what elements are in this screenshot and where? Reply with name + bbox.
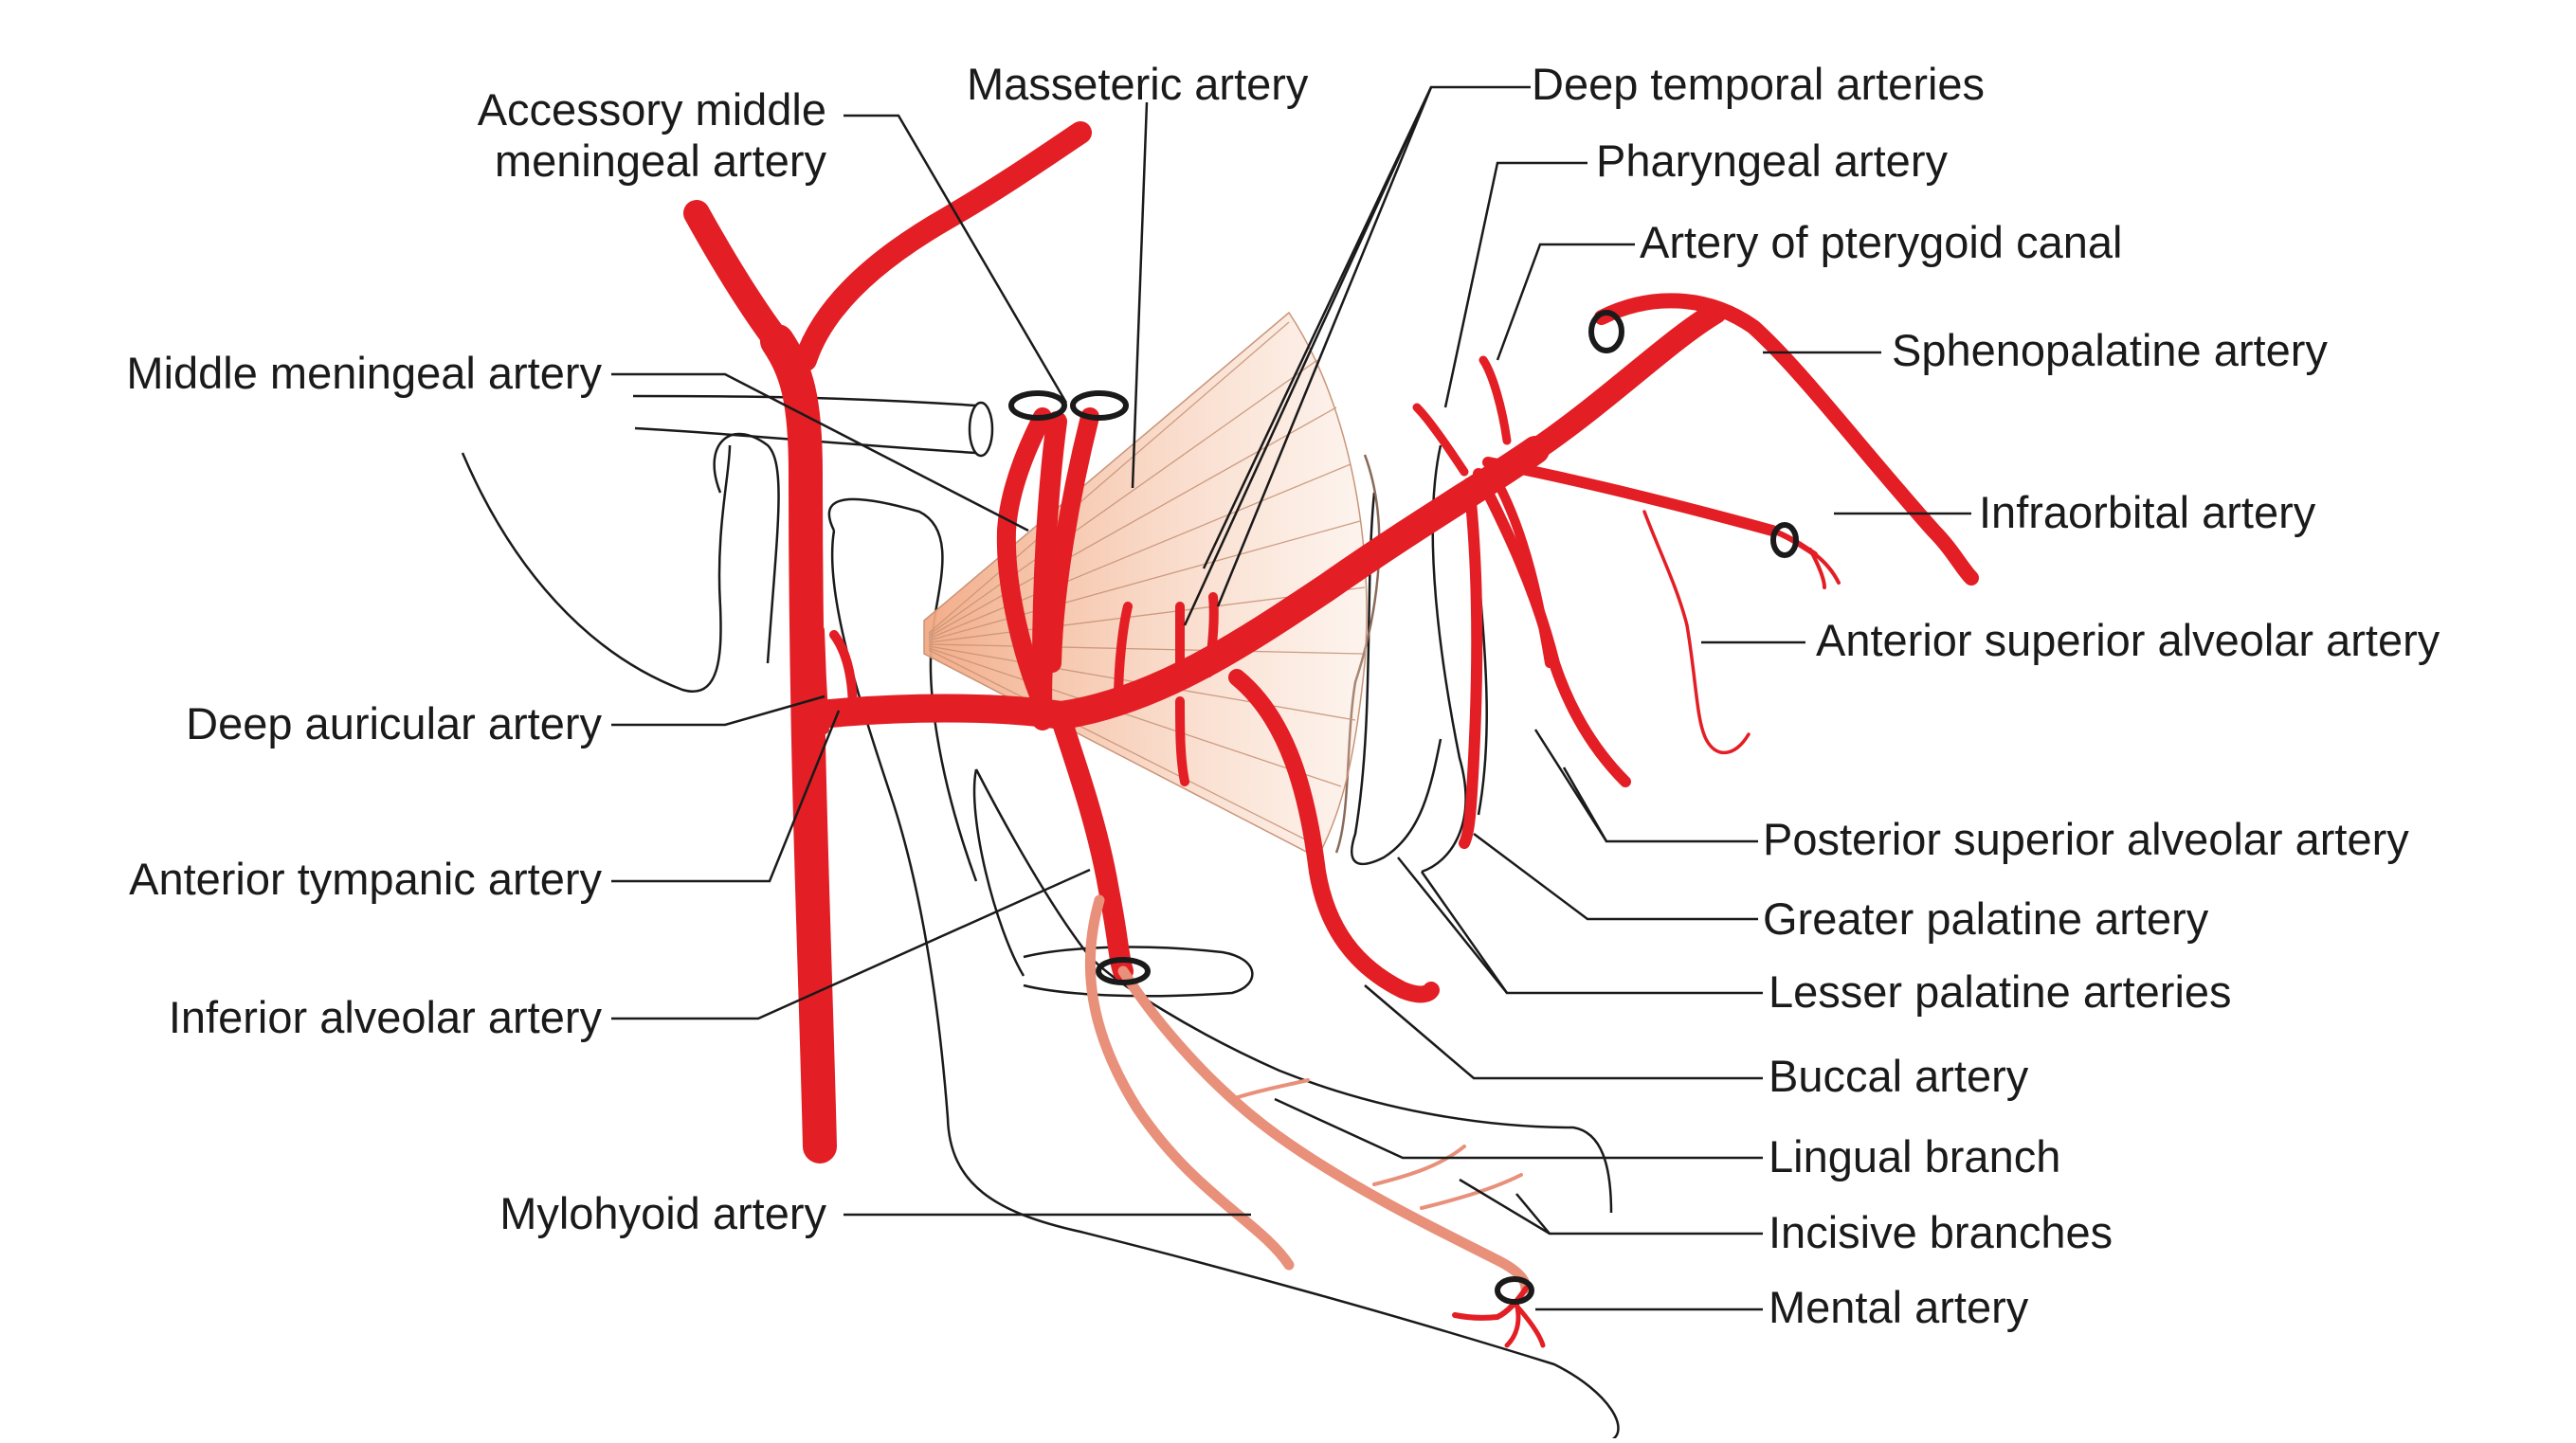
label-posterior-superior-alveolar: Posterior superior alveolar artery — [1763, 814, 2409, 864]
label-deep-temporal: Deep temporal arteries — [1532, 59, 1985, 109]
label-incisive: Incisive branches — [1769, 1207, 2113, 1257]
label-middle-meningeal: Middle meningeal artery — [126, 348, 602, 398]
label-greater-palatine: Greater palatine artery — [1763, 893, 2209, 944]
label-masseteric: Masseteric artery — [967, 59, 1309, 109]
label-mental: Mental artery — [1769, 1282, 2029, 1332]
infraorbital-tip — [1769, 528, 1841, 589]
label-accessory-middle-meningeal-line1: Accessory middle — [478, 84, 826, 135]
label-inferior-alveolar: Inferior alveolar artery — [169, 992, 603, 1042]
foramen-rings — [1008, 310, 1799, 1305]
label-buccal: Buccal artery — [1769, 1051, 2029, 1101]
label-lingual-branch: Lingual branch — [1769, 1131, 2060, 1181]
label-deep-auricular: Deep auricular artery — [186, 698, 602, 749]
arteries — [683, 121, 1979, 1163]
label-infraorbital: Infraorbital artery — [1979, 487, 2316, 537]
label-pharyngeal: Pharyngeal artery — [1596, 135, 1948, 186]
label-accessory-middle-meningeal-line2: meningeal artery — [495, 135, 827, 186]
label-mylohyoid: Mylohyoid artery — [499, 1188, 826, 1238]
light-arteries — [1084, 894, 1532, 1294]
label-anterior-tympanic: Anterior tympanic artery — [129, 854, 602, 904]
labels: Accessory middle meningeal artery Masset… — [126, 59, 2440, 1332]
label-sphenopalatine: Sphenopalatine artery — [1892, 325, 2328, 375]
label-pterygoid-canal: Artery of pterygoid canal — [1640, 217, 2122, 267]
leader-lines — [611, 85, 1971, 1311]
pterygoid-muscle — [923, 311, 1368, 859]
label-anterior-superior-alveolar: Anterior superior alveolar artery — [1816, 615, 2440, 665]
label-lesser-palatine: Lesser palatine arteries — [1769, 966, 2232, 1017]
